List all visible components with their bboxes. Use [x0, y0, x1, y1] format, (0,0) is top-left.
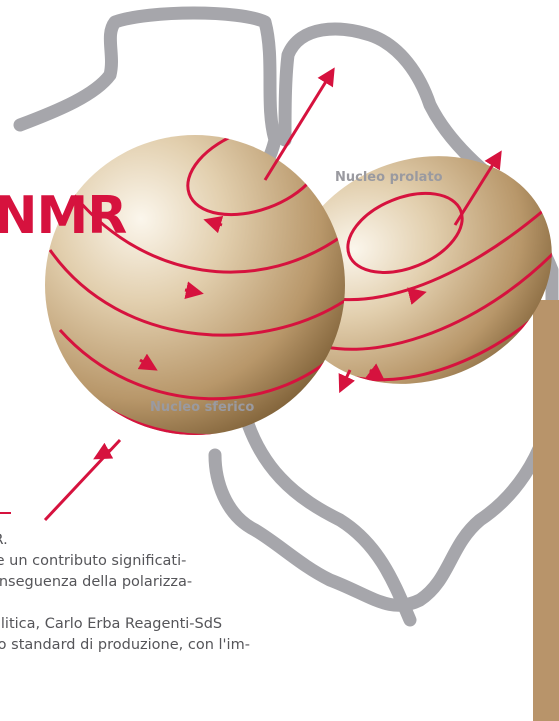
body-line: re un contributo significati- — [0, 551, 540, 572]
body-line: alitica, Carlo Erba Reagenti-SdS — [0, 614, 540, 635]
body-line: onseguenza della polarizza- — [0, 572, 540, 593]
body-line — [0, 593, 540, 614]
prolate-nucleus-label: Nucleo prolato — [335, 170, 443, 185]
body-paragraph: MR. re un contributo significati- onsegu… — [0, 530, 540, 656]
nmr-title: NMR — [0, 190, 126, 242]
body-line: to standard di produzione, con l'im- — [0, 635, 540, 656]
body-line: MR. — [0, 530, 540, 551]
gold-corner-bar — [533, 300, 559, 721]
heading-underline — [0, 512, 11, 514]
spherical-nucleus — [45, 108, 360, 435]
spherical-nucleus-label: Nucleo sferico — [150, 400, 254, 415]
